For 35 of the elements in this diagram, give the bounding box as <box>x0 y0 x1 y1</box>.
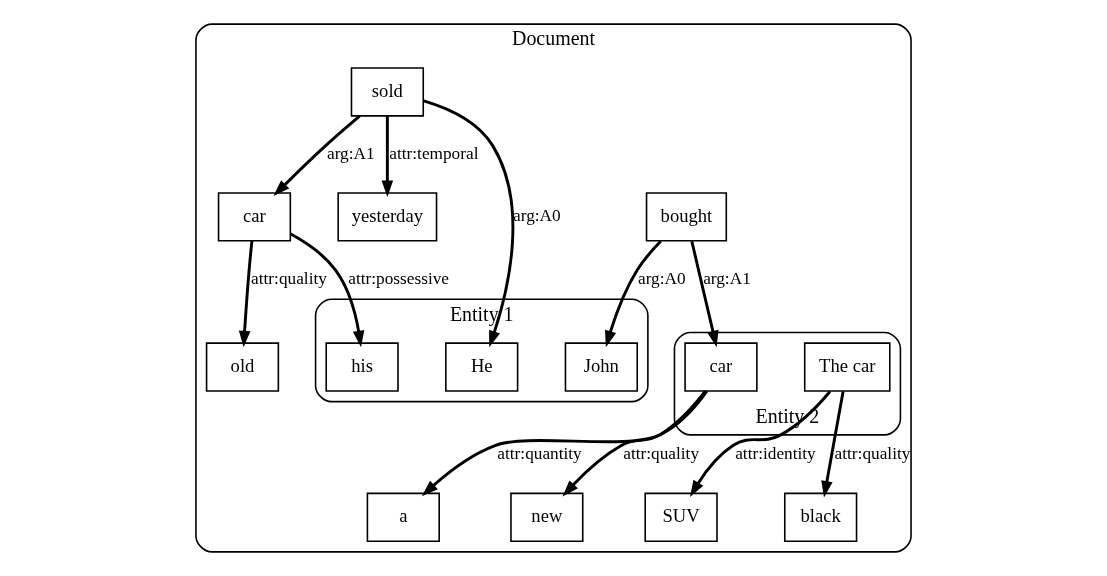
arrow <box>821 391 845 498</box>
edge-label: attr:temporal <box>389 143 479 163</box>
node-box: car <box>684 342 758 392</box>
edge-label: arg:A1 <box>703 268 751 288</box>
edge-label: arg:A1 <box>326 143 375 163</box>
node-box: He <box>445 342 519 392</box>
arrow <box>381 116 394 198</box>
node-box: sold <box>350 67 425 117</box>
node-box: SUV <box>644 492 718 542</box>
node-box: old <box>205 342 280 392</box>
node-box: The car <box>803 342 891 392</box>
edge-label: arg:A0 <box>638 268 686 288</box>
arrow <box>423 99 515 348</box>
arrow <box>238 240 254 348</box>
arrow <box>289 232 365 348</box>
arrow <box>689 390 832 497</box>
arrow <box>562 390 707 497</box>
node-box: black <box>784 492 858 542</box>
node-box: his <box>325 342 399 392</box>
edge-label: attr:possessive <box>348 268 449 288</box>
arrow <box>421 390 709 497</box>
edge-label: attr:quality <box>251 268 327 288</box>
arrow <box>273 114 361 197</box>
node-box: bought <box>645 192 728 242</box>
arrow <box>690 240 719 348</box>
edge-label: arg:A0 <box>513 206 561 226</box>
edge-label: attr:quantity <box>497 444 582 464</box>
node-box: car <box>217 192 292 242</box>
node-box: yesterday <box>337 192 438 242</box>
arrow <box>605 240 662 348</box>
node-box: new <box>510 492 584 542</box>
edge-label: attr:identity <box>735 444 816 464</box>
node-box: a <box>366 492 440 542</box>
edge-label: attr:quality <box>623 444 700 464</box>
node-box: John <box>564 342 639 392</box>
